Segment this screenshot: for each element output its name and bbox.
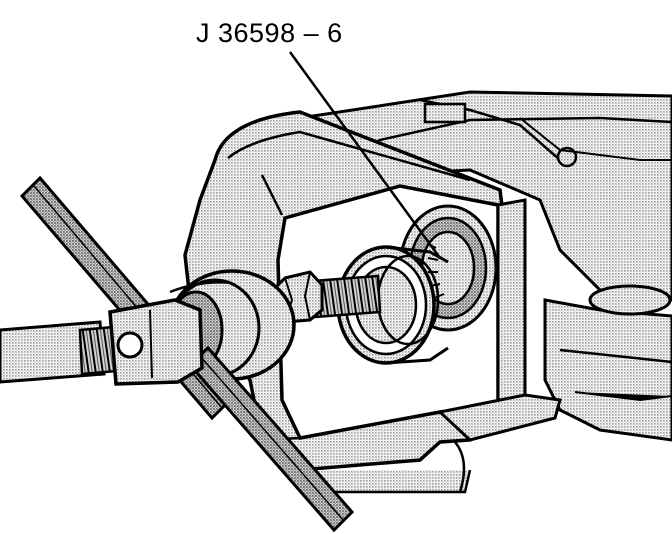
frame-foot [436,393,562,442]
transmission-case [297,90,672,442]
handle-extension [0,298,204,386]
clevis-block [108,298,204,386]
clevis-pin [116,331,144,359]
case-port [588,284,672,316]
case-bolt [556,146,578,168]
case-boss [423,102,467,124]
tool-callout-label: J 36598 – 6 [196,18,343,48]
callout-leader-line [288,51,442,259]
